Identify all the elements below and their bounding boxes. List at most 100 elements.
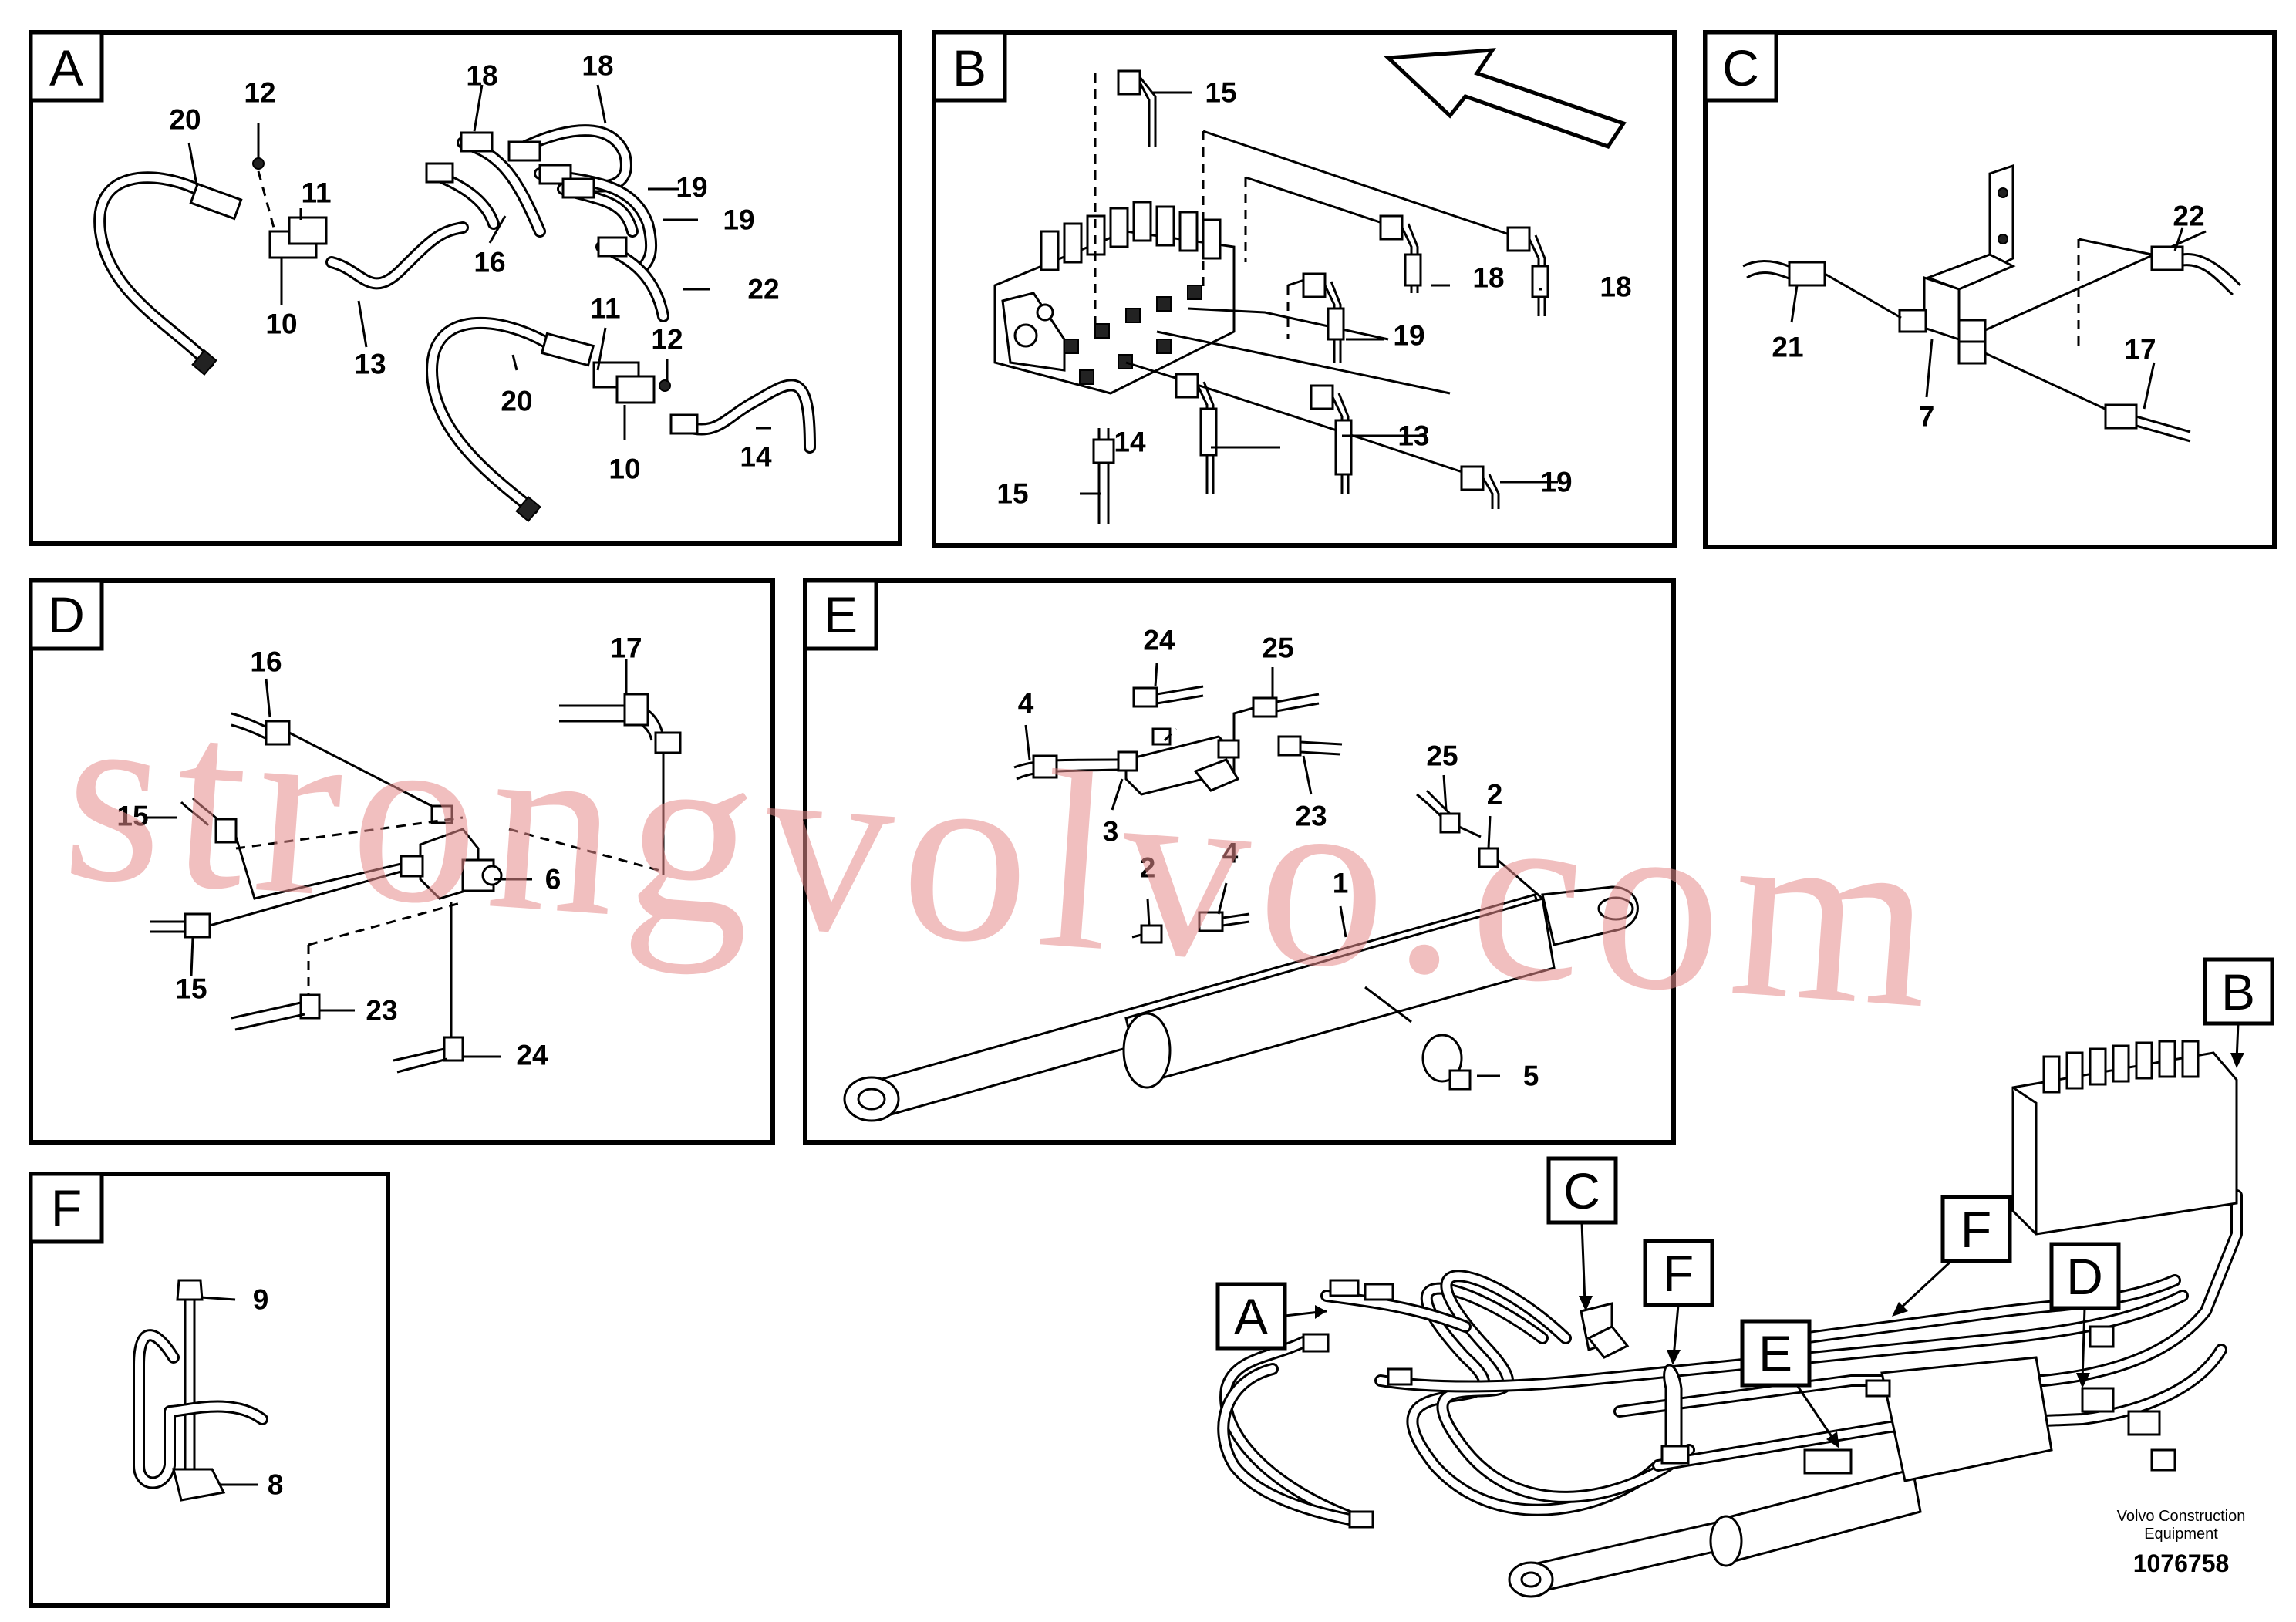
panel-b-callouts: 15 18 18 19 14 13 19 15: [996, 77, 1631, 510]
panel-a: A: [29, 30, 902, 546]
callout-a-12-lower: 12: [651, 324, 683, 356]
panel-b-tag: [932, 30, 1007, 103]
callout-d-6: 6: [545, 864, 561, 895]
panel-c-callouts: 22 21 7 17: [1772, 201, 2204, 433]
manifold-3: [1117, 727, 1240, 796]
hose-20-upper: [93, 171, 243, 376]
callout-c-22: 22: [2173, 201, 2204, 232]
svg-text:F: F: [1961, 1201, 1991, 1258]
callout-b-15-top: 15: [1205, 77, 1236, 109]
callout-a-19-lower: 19: [723, 204, 754, 236]
callout-a-10-lower: 10: [609, 454, 640, 485]
callout-a-18-right: 18: [582, 50, 613, 82]
callout-b-18-left: 18: [1472, 262, 1504, 294]
panel-f-tag-label: F: [51, 1179, 82, 1236]
panel-e: E: [803, 578, 1676, 1145]
callout-b-19-upper: 19: [1393, 320, 1424, 352]
svg-text:E: E: [1758, 1325, 1792, 1382]
svg-text:D: D: [2066, 1248, 2103, 1305]
panel-f-tag: [29, 1172, 104, 1244]
panel-d-tag-label: D: [48, 586, 85, 643]
callout-c-17: 17: [2124, 334, 2156, 366]
overview-assembly: A B C D E F: [1215, 957, 2274, 1598]
control-valve-block: [993, 201, 1236, 395]
panel-a-tag-label: A: [49, 39, 83, 96]
callout-a-11-upper: 11: [301, 177, 331, 209]
svg-text:F: F: [1663, 1245, 1694, 1302]
callout-e-3: 3: [1103, 816, 1119, 848]
overview-tag-e: E: [1740, 1319, 1839, 1448]
callout-d-16: 16: [250, 646, 282, 678]
callout-b-14: 14: [1114, 427, 1146, 458]
callout-e-23: 23: [1295, 801, 1327, 832]
panel-e-hoses: [1013, 685, 1543, 944]
panel-e-callouts: 24 25 4 3 23 25 2 2 4 1 5: [1018, 625, 1539, 1092]
panel-d-hoses: [150, 693, 682, 1074]
panel-b: B: [932, 30, 1677, 548]
callout-a-16: 16: [474, 247, 505, 278]
clamp-assembly-upper: [252, 157, 469, 290]
hose-20-lower: [426, 316, 816, 523]
svg-text:B: B: [2221, 963, 2255, 1020]
callout-d-15-upper: 15: [116, 801, 148, 832]
panel-f-callouts: 9 8: [253, 1284, 284, 1501]
overview-tag-c: C: [1546, 1156, 1618, 1311]
callout-f-8: 8: [268, 1469, 284, 1501]
callout-e-4-lower: 4: [1222, 838, 1239, 869]
callout-e-5: 5: [1523, 1061, 1539, 1092]
callout-a-10-upper: 10: [265, 309, 297, 340]
panel-b-hoses: [1092, 69, 1549, 524]
bracket-7: [1898, 164, 2016, 365]
callout-e-2-left: 2: [1140, 852, 1156, 884]
maker-name-line1: Volvo Construction: [2117, 1508, 2246, 1525]
maker-name-line2: Equipment: [2144, 1526, 2218, 1543]
callout-c-7: 7: [1919, 401, 1935, 433]
overview-fittings: [1302, 1279, 2176, 1529]
callout-b-19-lower: 19: [1540, 467, 1572, 498]
callout-d-24: 24: [516, 1040, 548, 1071]
hoses-18-19-16: [425, 124, 669, 322]
panel-d-tag: [29, 578, 104, 651]
callout-a-22: 22: [747, 274, 779, 305]
callout-a-20-lower: 20: [501, 386, 532, 417]
overview-tag-d: D: [2049, 1242, 2121, 1388]
panel-d: D: [29, 578, 775, 1145]
callout-d-15-lower: 15: [175, 973, 207, 1005]
panel-e-tag: [803, 578, 878, 651]
callout-b-13: 13: [1397, 420, 1429, 452]
overview-tag-f-right: F: [1892, 1195, 2012, 1317]
panel-a-tag: [29, 30, 104, 103]
reference-number: 1076758: [2133, 1549, 2230, 1577]
cylinder-1: [843, 885, 1639, 1122]
svg-text:A: A: [1234, 1288, 1268, 1345]
panel-d-callouts: 16 17 15 6 15 23 24: [116, 632, 642, 1071]
callout-e-4-upper: 4: [1018, 688, 1034, 720]
direction-arrow-icon: [1384, 48, 1627, 150]
footer: Volvo Construction Equipment 1076758: [2117, 1508, 2246, 1577]
callout-e-25-lower: 25: [1426, 740, 1458, 772]
callout-a-20-upper: 20: [169, 104, 201, 136]
callout-b-18-right: 18: [1600, 271, 1631, 303]
overview-tag-b: B: [2203, 957, 2274, 1068]
callout-f-9: 9: [253, 1284, 269, 1316]
callout-e-25-upper: 25: [1262, 632, 1293, 664]
callout-a-14: 14: [740, 441, 772, 473]
callout-a-11-lower: 11: [590, 293, 620, 325]
callout-b-15-bottom: 15: [996, 478, 1028, 510]
panel-c: C 22 21 7: [1703, 30, 2277, 549]
callout-a-18-left: 18: [466, 60, 497, 92]
panel-c-tag: [1703, 30, 1778, 103]
overview-cylinder: [1508, 1356, 2053, 1598]
callout-a-13: 13: [354, 349, 386, 380]
overview-tag-f-left: F: [1643, 1239, 1714, 1365]
callout-d-17: 17: [610, 632, 642, 664]
bolt-9-clamp-8: [133, 1279, 268, 1502]
callout-c-21: 21: [1772, 332, 1803, 363]
panel-b-tag-label: B: [952, 39, 986, 96]
callout-e-2-right: 2: [1487, 779, 1503, 811]
panel-f: F 9 8: [29, 1172, 390, 1608]
panel-a-callouts: 20 12 11 10 13 18 18 16 19 19 22 11 12 2…: [169, 50, 779, 485]
callout-d-23: 23: [366, 995, 397, 1027]
svg-text:C: C: [1563, 1162, 1600, 1219]
